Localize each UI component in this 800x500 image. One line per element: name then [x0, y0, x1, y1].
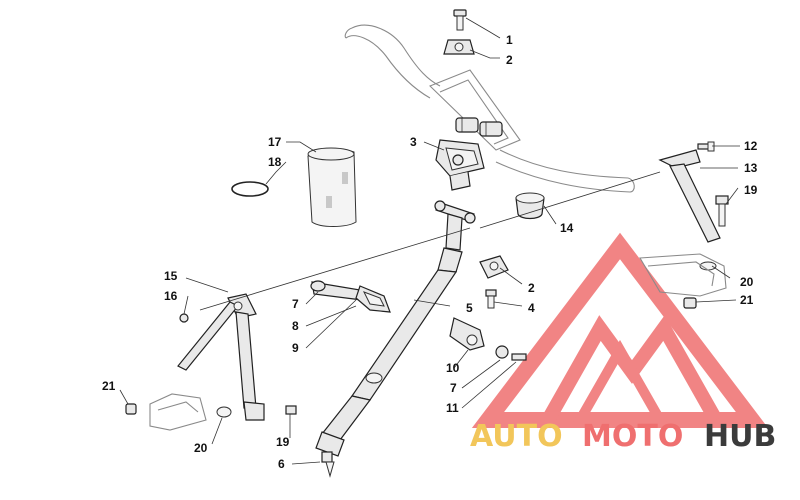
screw-part-11 — [511, 353, 527, 361]
callout-19-right: 19 — [744, 183, 758, 197]
callout-17: 17 — [268, 135, 282, 149]
callout-9: 9 — [292, 341, 299, 355]
frame-bracket-left — [149, 393, 207, 431]
clamp-cap-part-2-top — [443, 39, 475, 55]
bush-part-14 — [515, 192, 545, 220]
callout-1: 1 — [506, 33, 513, 47]
screw-part-1 — [453, 9, 467, 31]
clip-ring-part-18 — [231, 181, 269, 197]
callout-2-lower: 2 — [528, 281, 535, 295]
clamp-part-2-lower — [479, 255, 509, 279]
callout-labels: 1 2 3 12 13 17 18 19 14 20 21 2 4 15 16 … — [102, 33, 758, 471]
link-arm-part-9 — [310, 280, 363, 301]
callout-11: 11 — [446, 401, 459, 415]
callout-13: 13 — [744, 161, 758, 175]
callout-7-left: 7 — [292, 297, 299, 311]
handlebar-outline — [344, 24, 635, 193]
callout-20-left: 20 — [194, 441, 208, 455]
pivot-block-part-8 — [355, 285, 391, 313]
steering-bracket-part-3 — [435, 139, 485, 191]
callout-7-right: 7 — [450, 381, 457, 395]
bar-clamp — [455, 117, 503, 137]
callout-2-top: 2 — [506, 53, 513, 67]
watermark-auto: AUTO — [470, 419, 563, 454]
screw-part-19-left — [285, 405, 297, 415]
tie-rod-part-10 — [449, 317, 485, 351]
screw-part-19-right — [715, 195, 729, 227]
watermark-logo-icon — [471, 232, 769, 428]
callout-21-right: 21 — [740, 293, 754, 307]
callout-4: 4 — [528, 301, 535, 315]
callout-16: 16 — [164, 289, 178, 303]
callout-18: 18 — [268, 155, 282, 169]
callout-15: 15 — [164, 269, 178, 283]
callout-6: 6 — [278, 457, 285, 471]
callout-20-right: 20 — [740, 275, 754, 289]
callout-10: 10 — [446, 361, 460, 375]
steering-column — [315, 200, 476, 478]
callout-19-left: 19 — [276, 435, 290, 449]
frame-bracket-right — [639, 253, 727, 297]
callout-5: 5 — [466, 301, 473, 315]
washer-part-20-left — [216, 406, 232, 418]
callout-3: 3 — [410, 135, 417, 149]
callout-12: 12 — [744, 139, 758, 153]
callout-21-left: 21 — [102, 379, 116, 393]
nut-part-21-right — [683, 297, 697, 309]
nut-part-16 — [179, 313, 189, 323]
watermark-wordmark: AUTO MOTO HUB — [470, 419, 776, 454]
screw-part-4 — [485, 289, 497, 309]
stand-part-13 — [658, 141, 721, 243]
shaft-cover-part-17 — [307, 147, 357, 227]
nut-part-21-left — [125, 403, 137, 415]
watermark-moto: MOTO — [582, 419, 683, 454]
leader-lines — [119, 17, 740, 465]
watermark-hub: HUB — [704, 419, 776, 454]
callout-8: 8 — [292, 319, 299, 333]
nut-part-7-right — [495, 345, 509, 359]
callout-14: 14 — [560, 221, 574, 235]
stand-part-15 — [177, 293, 265, 421]
